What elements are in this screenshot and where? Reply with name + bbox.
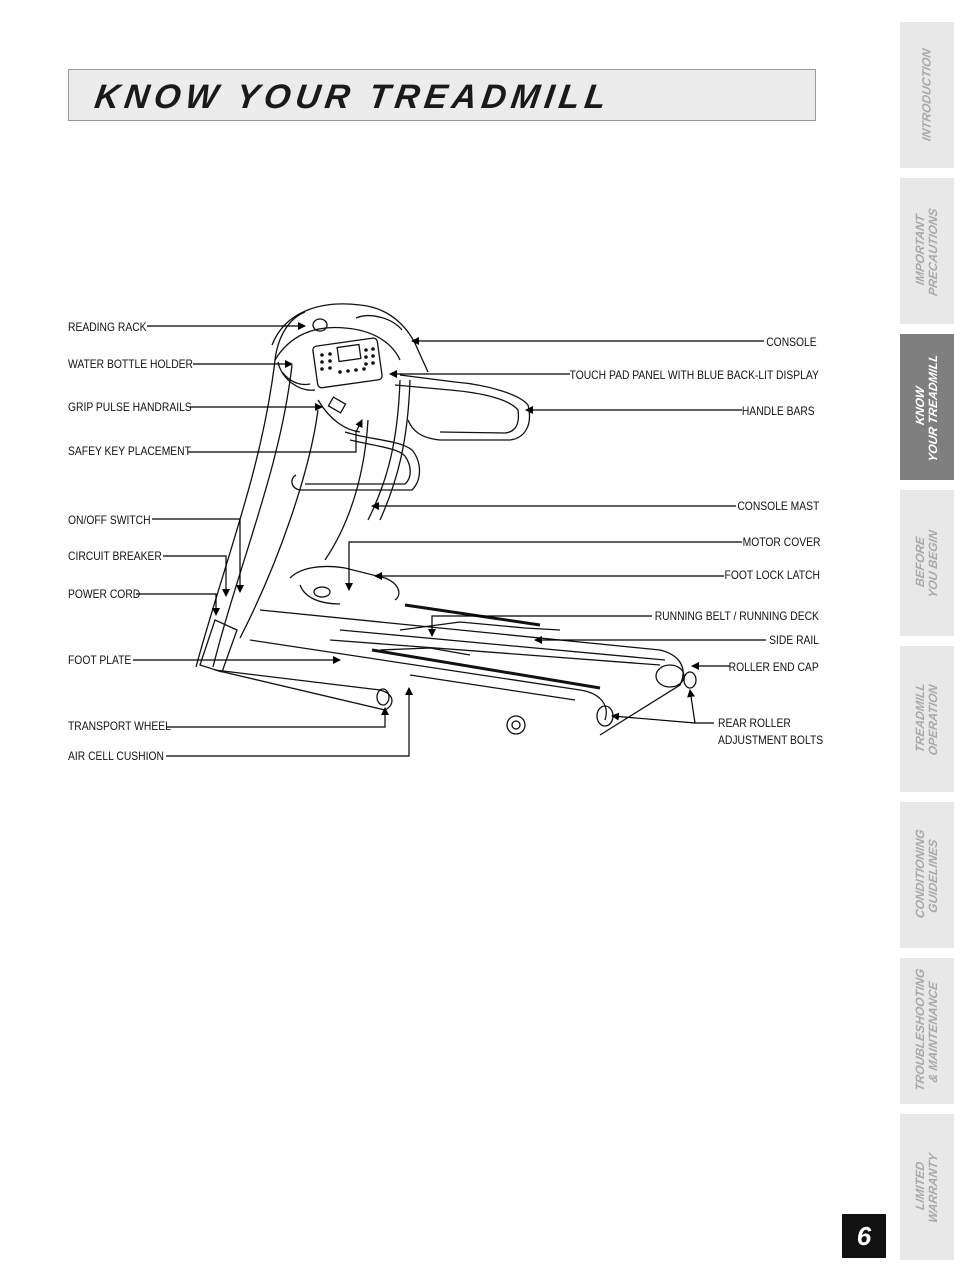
label-on-off-switch: ON/OFF SWITCH — [68, 513, 151, 527]
label-console-mast: CONSOLE MAST — [736, 499, 819, 513]
label-water-bottle-holder: WATER BOTTLE HOLDER — [68, 357, 194, 371]
tab-important-precautions[interactable]: IMPORTANT PRECAUTIONS — [900, 178, 954, 324]
tab-before-you-begin[interactable]: BEFORE YOU BEGIN — [900, 490, 954, 636]
label-rear-roller-line1: REAR ROLLER — [718, 716, 791, 730]
label-motor-cover: MOTOR COVER — [742, 535, 820, 549]
tab-label: BEFORE YOU BEGIN — [913, 529, 940, 599]
tab-label: TREADMILL OPERATION — [913, 681, 940, 757]
label-safety-key-placement: SAFEY KEY PLACEMENT — [68, 444, 191, 458]
tab-conditioning-guidelines[interactable]: CONDITIONING GUIDELINES — [900, 802, 954, 948]
tab-label: LIMITED WARRANTY — [913, 1152, 940, 1224]
tab-label: INTRODUCTION — [919, 47, 934, 143]
label-roller-end-cap: ROLLER END CAP — [728, 660, 819, 674]
label-handle-bars: HANDLE BARS — [742, 404, 815, 418]
label-grip-pulse-handrails: GRIP PULSE HANDRAILS — [68, 400, 192, 414]
label-transport-wheel: TRANSPORT WHEEL — [68, 719, 171, 733]
tab-treadmill-operation[interactable]: TREADMILL OPERATION — [900, 646, 954, 792]
tab-troubleshooting-maintenance[interactable]: TROUBLESHOOTING & MAINTENANCE — [900, 958, 954, 1104]
tab-limited-warranty[interactable]: LIMITED WARRANTY — [900, 1114, 954, 1260]
label-console: CONSOLE — [766, 335, 817, 349]
label-power-cord: POWER CORD — [68, 587, 141, 601]
page-number: 6 — [842, 1214, 886, 1258]
label-touch-pad-panel: TOUCH PAD PANEL WITH BLUE BACK-LIT DISPL… — [569, 368, 819, 382]
tab-introduction[interactable]: INTRODUCTION — [900, 22, 954, 168]
tab-label: CONDITIONING GUIDELINES — [913, 828, 940, 920]
tab-know-your-treadmill[interactable]: KNOW YOUR TREADMILL — [900, 334, 954, 480]
label-foot-lock-latch: FOOT LOCK LATCH — [724, 568, 820, 582]
label-reading-rack: READING RACK — [68, 320, 147, 334]
label-foot-plate: FOOT PLATE — [68, 653, 132, 667]
tab-label: KNOW YOUR TREADMILL — [913, 353, 940, 463]
label-running-belt-deck: RUNNING BELT / RUNNING DECK — [654, 609, 819, 623]
label-side-rail: SIDE RAIL — [769, 633, 819, 647]
title-box: KNOW YOUR TREADMILL — [68, 69, 816, 121]
tab-label: IMPORTANT PRECAUTIONS — [913, 207, 940, 297]
label-rear-roller-line2: ADJUSTMENT BOLTS — [718, 733, 824, 747]
label-air-cell-cushion: AIR CELL CUSHION — [68, 749, 164, 763]
label-circuit-breaker: CIRCUIT BREAKER — [68, 549, 162, 563]
tab-label: TROUBLESHOOTING & MAINTENANCE — [913, 967, 940, 1092]
